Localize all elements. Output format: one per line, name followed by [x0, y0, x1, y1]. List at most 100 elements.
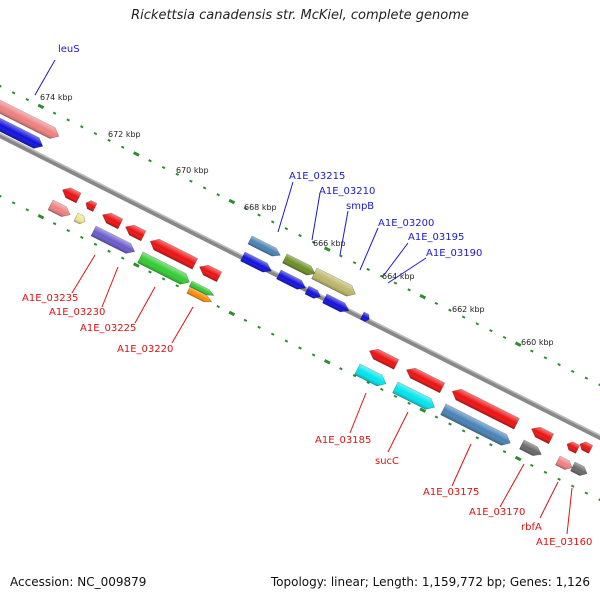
scale-tick: [489, 443, 493, 447]
gene-A1E_03225[interactable]: [90, 225, 137, 256]
scale-tick: [257, 325, 261, 329]
gene-red-g[interactable]: [367, 346, 400, 370]
scale-tick: [37, 214, 45, 220]
scale-tick: [598, 498, 600, 502]
gene-red-i[interactable]: [450, 386, 520, 430]
scale-tick: [243, 318, 248, 322]
gene-red-l[interactable]: [578, 440, 594, 454]
scale-tick: [298, 233, 302, 238]
scale-tick: [284, 227, 289, 231]
scale-tick: [311, 240, 316, 244]
gene-label-A1E_03170[interactable]: A1E_03170: [469, 507, 525, 518]
gene-label-leuS[interactable]: leuS: [58, 44, 80, 55]
scale-tick: [514, 455, 522, 462]
gene-red-c[interactable]: [100, 210, 124, 230]
scale-tick: [352, 374, 357, 378]
gene-red-h[interactable]: [404, 365, 446, 394]
scale-tick: [11, 201, 16, 205]
gene-A1E_03175[interactable]: [440, 403, 513, 448]
gene-sucC[interactable]: [392, 381, 438, 412]
gene-red-d[interactable]: [123, 222, 147, 242]
gene-A1E_03220[interactable]: [186, 286, 213, 305]
scale-tick: [514, 341, 522, 347]
scale-tick: [557, 477, 561, 481]
gene-red-k[interactable]: [565, 440, 581, 454]
gene-blue-d[interactable]: [322, 293, 352, 315]
scale-tick: [530, 463, 534, 468]
scale-tick: [37, 103, 45, 110]
scale-tick: [584, 491, 589, 495]
scale-tick: [133, 151, 140, 157]
gene-blue-c[interactable]: [304, 285, 322, 301]
gene-A1E_03235[interactable]: [47, 199, 73, 220]
scale-tick: [407, 288, 411, 292]
gene-green-b[interactable]: [188, 280, 215, 298]
scale-label-662: 662 kbp: [452, 305, 485, 314]
scale-tick: [434, 415, 439, 419]
scale-tick: [598, 383, 600, 387]
gene-red-e[interactable]: [148, 236, 199, 270]
scale-tick: [298, 346, 302, 350]
scale-label-666: 666 kbp: [313, 239, 346, 248]
gene-rbfA[interactable]: [555, 455, 575, 472]
gene-blue-b[interactable]: [276, 269, 308, 292]
gene-red-b[interactable]: [84, 199, 98, 212]
scale-tick: [25, 98, 30, 102]
scale-label-668: 668 kbp: [244, 203, 277, 212]
scale-tick: [419, 293, 427, 300]
scale-tick: [489, 329, 493, 333]
scale-tick: [339, 254, 343, 258]
gene-leuS[interactable]: [0, 94, 61, 142]
gene-A1E_03230[interactable]: [73, 212, 87, 226]
gene-A1E_03190[interactable]: [360, 311, 371, 323]
scale-tick: [0, 84, 2, 88]
scale-tick: [543, 356, 548, 360]
scale-tick: [323, 246, 331, 252]
scale-line-lower: [0, 194, 600, 502]
gene-A1E_03215[interactable]: [247, 235, 282, 259]
gene-label-smpB[interactable]: smpB: [346, 201, 374, 212]
scale-tick: [270, 332, 275, 336]
gene-label-A1E_03175[interactable]: A1E_03175: [423, 487, 479, 498]
scale-tick: [393, 281, 398, 285]
gene-red-a[interactable]: [60, 185, 82, 204]
gene-smpB[interactable]: [311, 267, 358, 299]
scale-tick: [66, 118, 70, 122]
gene-label-rbfA[interactable]: rbfA: [521, 522, 542, 533]
scale-tick: [257, 213, 261, 217]
gene-label-A1E_03215[interactable]: A1E_03215: [289, 171, 345, 182]
scale-tick: [52, 222, 57, 226]
scale-tick: [11, 91, 16, 95]
gene-red-j[interactable]: [529, 424, 555, 445]
gene-label-A1E_03160[interactable]: A1E_03160: [536, 537, 592, 548]
scale-label-674: 674 kbp: [40, 93, 73, 102]
gene-A1E_03210[interactable]: [282, 253, 318, 278]
gene-A1E_03170[interactable]: [519, 439, 544, 459]
scale-tick: [352, 261, 357, 265]
gene-red-f[interactable]: [197, 262, 223, 283]
gene-label-A1E_03235[interactable]: A1E_03235: [22, 293, 78, 304]
gene-label-A1E_03200[interactable]: A1E_03200: [378, 218, 434, 229]
scale-tick: [270, 220, 275, 224]
gene-blue-left[interactable]: [0, 112, 45, 152]
gene-label-sucC[interactable]: sucC: [375, 456, 399, 467]
gene-green[interactable]: [137, 251, 193, 287]
scale-tick: [380, 274, 384, 278]
gene-label-A1E_03190[interactable]: A1E_03190: [426, 248, 482, 259]
gene-blue-a[interactable]: [240, 251, 274, 275]
gene-label-A1E_03210[interactable]: A1E_03210: [319, 186, 375, 197]
scale-tick: [216, 304, 220, 309]
scale-tick: [120, 145, 125, 149]
gene-label-A1E_03230[interactable]: A1E_03230: [49, 307, 105, 318]
gene-label-A1E_03185[interactable]: A1E_03185: [315, 435, 371, 446]
scale-tick: [161, 277, 166, 281]
scale-tick: [175, 172, 180, 176]
gene-A1E_03185[interactable]: [354, 363, 389, 389]
gene-A1E_03160[interactable]: [570, 461, 590, 478]
gene-label-A1E_03220[interactable]: A1E_03220: [117, 344, 173, 355]
gene-label-A1E_03225[interactable]: A1E_03225: [80, 323, 136, 334]
scale-tick: [448, 308, 452, 312]
scale-tick: [0, 194, 2, 198]
gene-label-A1E_03195[interactable]: A1E_03195: [408, 232, 464, 243]
